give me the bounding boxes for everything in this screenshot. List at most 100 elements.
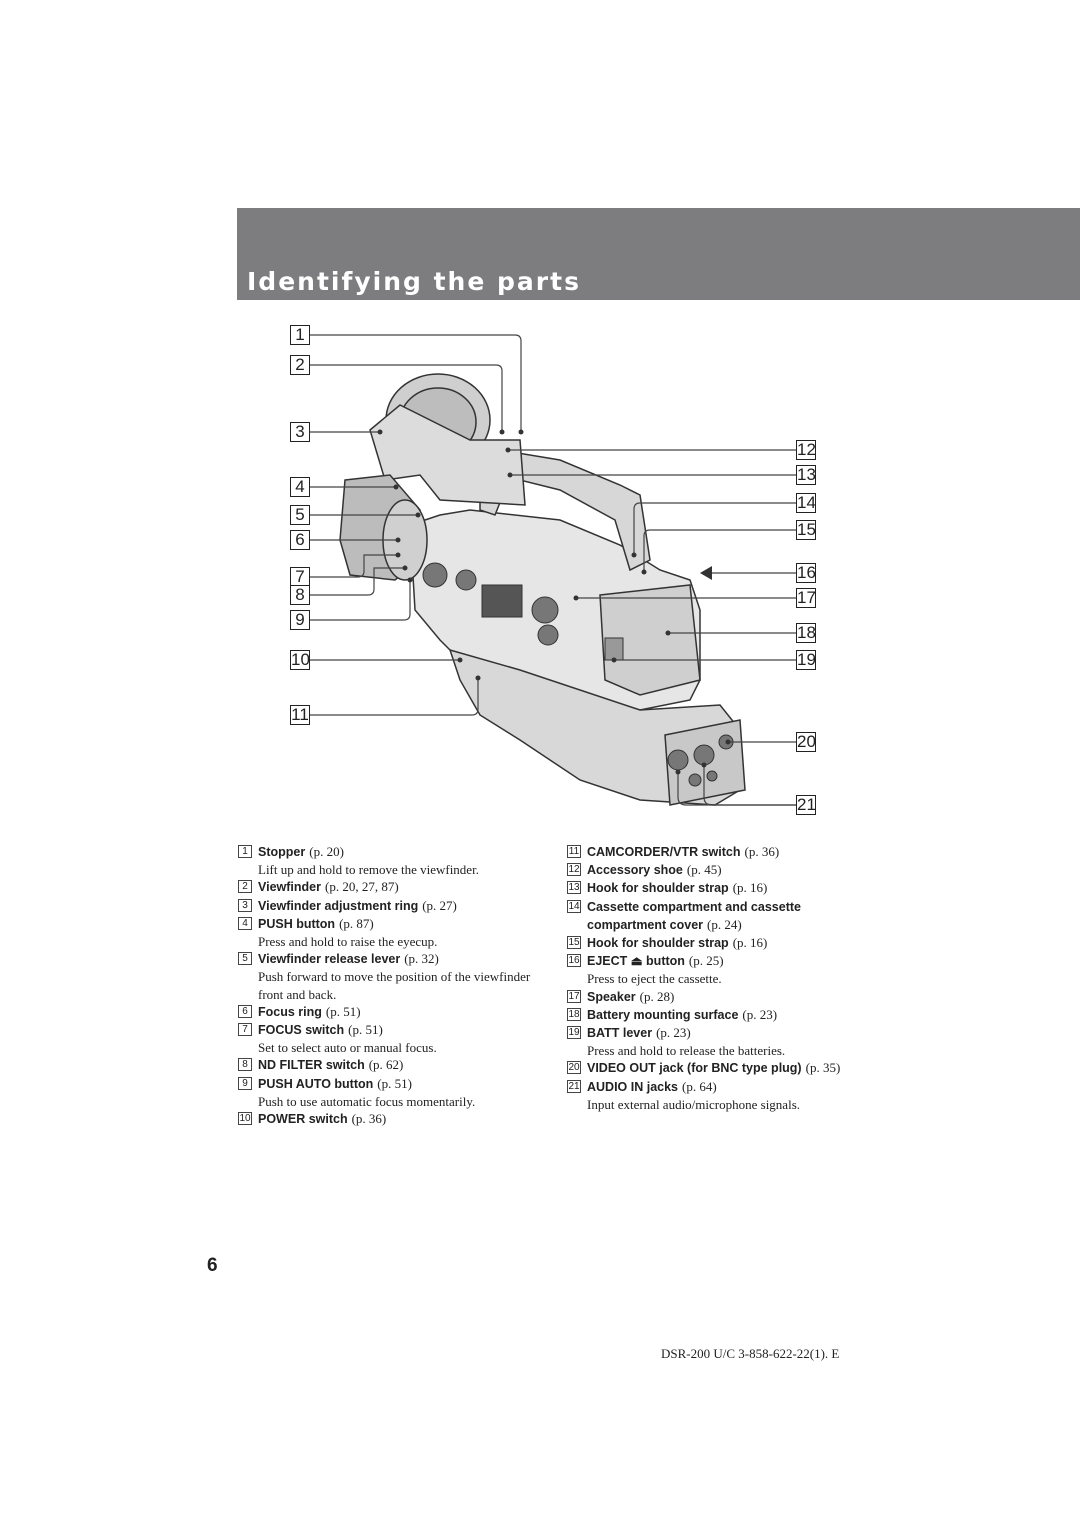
parts-list-right: 11 CAMCORDER/VTR switch(p. 36) 12 Accessor… — [567, 843, 867, 1113]
part-label: Battery mounting surface — [587, 1007, 739, 1022]
callout-6: 6 — [290, 530, 310, 550]
part-label: PUSH AUTO button — [258, 1076, 374, 1091]
part-page-ref: (p. 45) — [686, 862, 722, 878]
part-number: 21 — [567, 1079, 581, 1093]
part-label: Accessory shoe — [587, 863, 683, 878]
part-number: 16 — [567, 954, 581, 968]
part-description: Input external audio/microphone signals. — [587, 1096, 801, 1112]
part-number: 19 — [567, 1026, 581, 1040]
callout-20: 20 — [796, 732, 816, 752]
part-label: CAMCORDER/VTR switch — [587, 845, 741, 859]
callout-18: 18 — [796, 623, 816, 643]
part-label: Viewfinder adjustment ring — [258, 898, 419, 913]
callout-2: 2 — [290, 355, 310, 375]
part-item-14: 14 Cassette compartment and cassette comp… — [567, 898, 867, 934]
part-number: 6 — [238, 1004, 252, 1018]
part-label: AUDIO IN jacks — [587, 1079, 679, 1094]
part-label: BATT lever — [587, 1026, 653, 1041]
part-page-ref: (p. 20, 27, 87) — [324, 879, 399, 895]
page-number: 6 — [207, 1255, 218, 1276]
part-item-11: 11 CAMCORDER/VTR switch(p. 36) — [567, 843, 867, 861]
part-label: Viewfinder — [258, 880, 321, 895]
part-item-7: 7 FOCUS switch(p. 51) Set to select auto o… — [238, 1021, 558, 1056]
part-number: 1 — [238, 845, 252, 858]
part-item-3: 3 Viewfinder adjustment ring(p. 27) — [238, 897, 558, 915]
part-number: 17 — [567, 989, 581, 1003]
part-label: FOCUS switch — [258, 1023, 345, 1038]
part-page-ref: (p. 36) — [744, 844, 780, 859]
part-description: Press and hold to raise the eyecup. — [258, 934, 438, 950]
callout-8: 8 — [290, 585, 310, 605]
part-label: Focus ring — [258, 1004, 322, 1019]
part-label: Stopper — [258, 845, 306, 859]
part-number: 18 — [567, 1007, 581, 1021]
part-page-ref: (p. 36) — [351, 1111, 387, 1127]
part-page-ref: (p. 51) — [325, 1003, 361, 1019]
callout-1: 1 — [290, 325, 310, 345]
callout-21: 21 — [796, 795, 816, 815]
part-label: ND FILTER switch — [258, 1058, 365, 1073]
part-item-4: 4 PUSH button(p. 87) Press and hold to rai… — [238, 915, 558, 950]
part-item-12: 12 Accessory shoe(p. 45) — [567, 861, 867, 879]
callout-14: 14 — [796, 493, 816, 513]
part-page-ref: (p. 16) — [732, 935, 768, 951]
part-number: 5 — [238, 952, 252, 966]
callout-7: 7 — [290, 567, 310, 587]
part-number: 20 — [567, 1061, 581, 1075]
section-header-banner: Identifying the parts — [237, 208, 1080, 300]
part-label: VIDEO OUT jack (for BNC type plug) — [587, 1061, 802, 1076]
callout-5: 5 — [290, 505, 310, 525]
part-page-ref: (p. 16) — [732, 880, 768, 896]
part-page-ref: (p. 25) — [688, 953, 724, 969]
callout-19: 19 — [796, 650, 816, 670]
part-number: 9 — [238, 1076, 252, 1090]
part-description: Push to use automatic focus momentarily. — [258, 1093, 476, 1109]
part-description: Press to eject the cassette. — [587, 971, 722, 987]
part-label: Viewfinder release lever — [258, 952, 401, 967]
callout-13: 13 — [796, 465, 816, 485]
part-number: 3 — [238, 898, 252, 912]
part-item-21: 21 AUDIO IN jacks(p. 64) Input external au… — [567, 1078, 867, 1113]
part-page-ref: (p. 87) — [339, 915, 374, 931]
callout-9: 9 — [290, 610, 310, 630]
part-page-ref: (p. 51) — [348, 1022, 383, 1038]
callout-12: 12 — [796, 440, 816, 460]
part-item-18: 18 Battery mounting surface(p. 23) — [567, 1006, 867, 1024]
part-number: 7 — [238, 1023, 252, 1037]
part-description: Lift up and hold to remove the viewfinde… — [258, 862, 479, 878]
camcorder-drawing — [310, 334, 796, 806]
callout-3: 3 — [290, 422, 310, 442]
callout-16: 16 — [796, 563, 816, 583]
part-label: PUSH button — [258, 916, 336, 931]
part-item-16: 16 EJECT ⏏ button(p. 25) Press to eject th… — [567, 952, 867, 987]
part-page-ref: (p. 27) — [422, 897, 457, 913]
part-page-ref: (p. 23) — [656, 1025, 691, 1041]
part-label: Speaker — [587, 989, 636, 1004]
part-item-8: 8 ND FILTER switch(p. 62) — [238, 1056, 558, 1074]
part-page-ref: (p. 23) — [742, 1006, 778, 1022]
part-label: EJECT ⏏ button — [587, 954, 685, 969]
part-number: 13 — [567, 881, 581, 895]
part-number: 14 — [567, 899, 581, 913]
part-label: Cassette compartment and cassette compar… — [587, 899, 801, 932]
part-page-ref: (p. 62) — [368, 1057, 404, 1073]
callout-10: 10 — [290, 650, 310, 670]
part-label: POWER switch — [258, 1112, 348, 1127]
part-description: Set to select auto or manual focus. — [258, 1040, 437, 1056]
part-page-ref: (p. 64) — [682, 1078, 717, 1094]
callout-4: 4 — [290, 477, 310, 497]
part-number: 12 — [567, 863, 581, 877]
part-number: 8 — [238, 1058, 252, 1072]
part-page-ref: (p. 35) — [805, 1060, 841, 1076]
part-number: 11 — [567, 845, 581, 858]
camcorder-illustration: 1 2 3 4 5 6 7 8 9 10 11 12 13 14 15 16 1… — [0, 310, 1080, 830]
callout-15: 15 — [796, 520, 816, 540]
part-number: 4 — [238, 916, 252, 930]
